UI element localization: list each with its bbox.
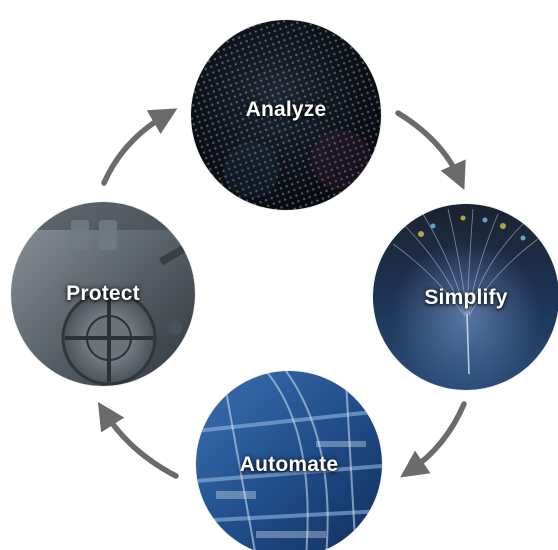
arrow-analyze-to-simplify: [395, 110, 466, 191]
conveyor-machinery-image: [196, 371, 382, 550]
step-automate[interactable]: Automate: [196, 371, 382, 550]
step-protect[interactable]: Protect: [11, 202, 195, 386]
fiber-optics-image: [373, 204, 558, 390]
step-label-automate: Automate: [239, 453, 339, 476]
step-label-simplify: Simplify: [424, 286, 508, 309]
arrow-protect-to-analyze: [101, 108, 178, 186]
vault-door-image: [11, 202, 195, 386]
step-analyze[interactable]: Analyze: [191, 20, 381, 210]
step-label-analyze: Analyze: [245, 98, 327, 121]
step-simplify[interactable]: Simplify: [373, 204, 558, 390]
arrow-simplify-to-automate: [400, 401, 467, 478]
led-screen-image: [191, 20, 381, 210]
arrow-automate-to-protect: [97, 401, 179, 479]
step-label-protect: Protect: [66, 282, 140, 305]
